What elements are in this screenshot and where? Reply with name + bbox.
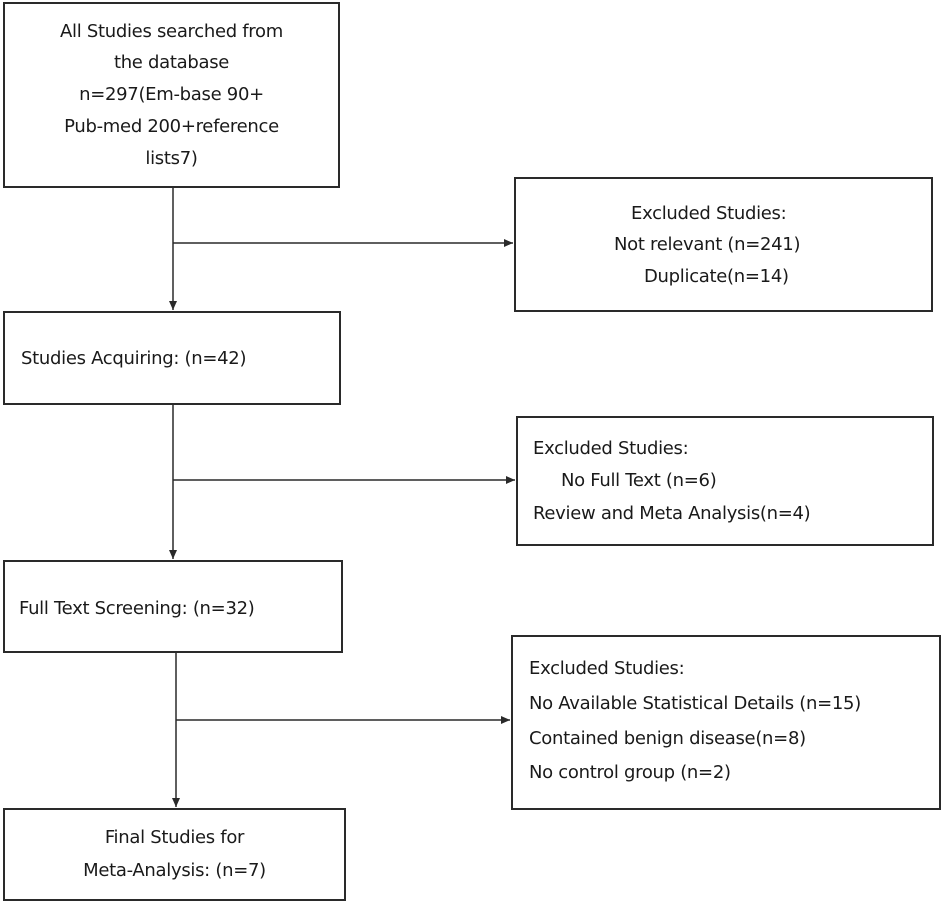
box-text: Review and Meta Analysis(n=4) — [533, 503, 811, 524]
final-studies-box: Final Studies for Meta-Analysis: (n=7) — [3, 808, 346, 901]
excluded-studies-box-2: Excluded Studies: No Full Text (n=6) Rev… — [516, 416, 934, 546]
box-text: No Full Text (n=6) — [561, 470, 717, 491]
box-text: Excluded Studies: — [529, 658, 685, 679]
box-text: Excluded Studies: — [631, 203, 787, 224]
box-text: Studies Acquiring: (n=42) — [21, 348, 247, 369]
box-text: Meta-Analysis: (n=7) — [83, 860, 266, 881]
box-text: Excluded Studies: — [533, 438, 689, 459]
box-text: Not relevant (n=241) — [614, 234, 801, 255]
box-text: All Studies searched from — [60, 21, 283, 42]
excluded-studies-box-3: Excluded Studies: No Available Statistic… — [511, 635, 941, 810]
box-text: n=297(Em-base 90+ — [79, 84, 264, 105]
studies-acquiring-box: Studies Acquiring: (n=42) — [3, 311, 341, 405]
box-text: lists7) — [145, 148, 198, 169]
full-text-screening-box: Full Text Screening: (n=32) — [3, 560, 343, 653]
box-text: Duplicate(n=14) — [644, 266, 789, 287]
identified-studies-box: All Studies searched from the database n… — [3, 2, 340, 188]
box-text: Contained benign disease(n=8) — [529, 728, 806, 749]
box-text: No Available Statistical Details (n=15) — [529, 693, 861, 714]
excluded-studies-box-1: Excluded Studies: Not relevant (n=241) D… — [514, 177, 933, 312]
box-text: Pub-med 200+reference — [64, 116, 279, 137]
box-text: Full Text Screening: (n=32) — [19, 598, 255, 619]
box-text: No control group (n=2) — [529, 762, 731, 783]
box-text: the database — [113, 52, 230, 73]
box-text: Final Studies for — [104, 827, 245, 848]
